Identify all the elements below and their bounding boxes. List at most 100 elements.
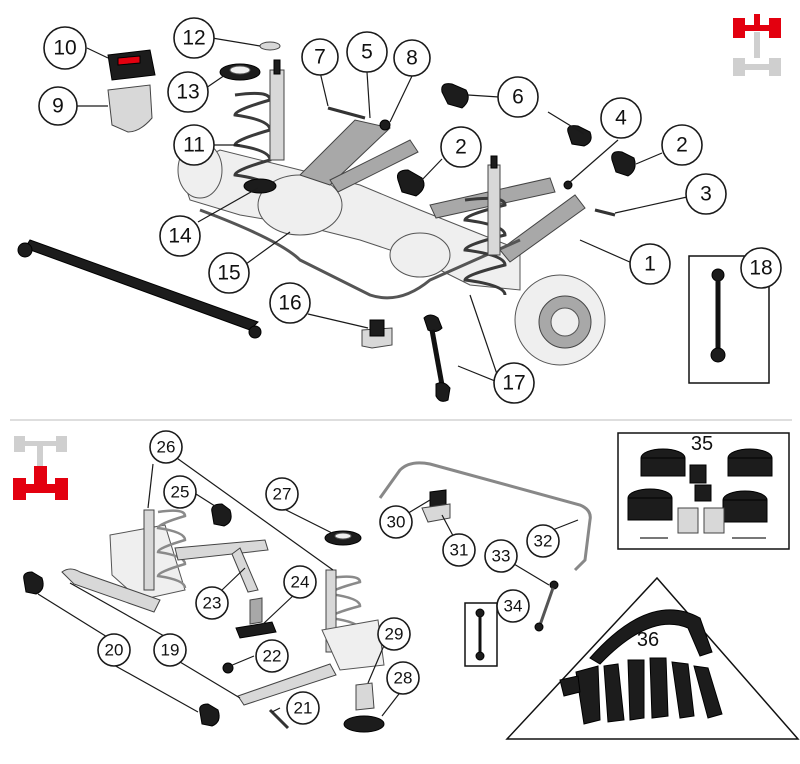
callout-label: 27: [273, 485, 292, 504]
callout-label: 21: [294, 699, 313, 718]
control-arm-kit-frame: [505, 576, 800, 740]
callout-label: 11: [183, 134, 205, 157]
callout-label: 14: [168, 225, 192, 248]
rear-link-part: [475, 608, 485, 661]
callout-15: 15: [208, 252, 250, 294]
callout-label: 3: [700, 183, 712, 206]
callout-11: 11: [173, 124, 215, 166]
bushing-part-3: [397, 169, 425, 197]
callout-19: 19: [153, 633, 187, 667]
callout-label: 6: [512, 86, 524, 109]
coil-spacer-kit-part: [627, 448, 773, 539]
callout-label: 26: [157, 438, 176, 457]
callout-1: 1: [629, 243, 671, 285]
callout-13: 13: [167, 71, 209, 113]
callout-label: 9: [52, 95, 64, 118]
bushing-part-4: [611, 151, 636, 177]
nut-part: [379, 119, 391, 131]
rear-sway-bar-part: [378, 461, 592, 572]
spacer-kit-box: [617, 432, 790, 550]
callout-31: 31: [442, 533, 476, 567]
sway-link-box: [688, 255, 770, 384]
callout-24: 24: [283, 565, 317, 599]
rear-link-box: [464, 602, 498, 667]
label-36: 36: [637, 629, 659, 651]
callout-label: 8: [406, 47, 418, 70]
callout-26: 26: [149, 430, 183, 464]
callout-2: 2: [440, 126, 482, 168]
rear-suspension-illustration: [61, 509, 385, 706]
sway-bar-link-part: [423, 314, 451, 402]
bolt-part: [327, 106, 366, 120]
callout-14: 14: [159, 215, 201, 257]
callout-34: 34: [496, 589, 530, 623]
rear-axle-icon: [13, 436, 68, 500]
callout-label: 34: [504, 597, 523, 616]
callout-label: 25: [171, 483, 190, 502]
bushing-part: [441, 83, 469, 109]
callout-29: 29: [377, 617, 411, 651]
callout-label: 15: [217, 262, 240, 285]
callout-12: 12: [173, 17, 215, 59]
callout-label: 2: [455, 136, 467, 159]
callout-label: 17: [502, 372, 525, 395]
callout-label: 7: [314, 46, 326, 69]
callout-6: 6: [497, 76, 539, 118]
rear-bolt-part: [268, 708, 290, 730]
callout-17: 17: [493, 362, 535, 404]
callout-label: 22: [263, 647, 282, 666]
bushing-part-2: [567, 125, 592, 147]
callout-label: 18: [749, 257, 772, 280]
rear-bushing-part: [23, 571, 44, 595]
callout-label: 24: [291, 573, 310, 592]
callout-4: 4: [600, 97, 642, 139]
callout-16: 16: [269, 282, 311, 324]
callout-20: 20: [97, 633, 131, 667]
control-arm-kit-part: [559, 609, 723, 725]
callout-23: 23: [195, 586, 229, 620]
callout-5: 5: [346, 31, 388, 73]
bolt-part-2: [594, 208, 616, 217]
callout-21: 21: [286, 691, 320, 725]
sway-link-part: [710, 268, 726, 363]
rear-bushing-part-2: [199, 703, 220, 727]
callout-22: 22: [255, 639, 289, 673]
callout-27: 27: [265, 477, 299, 511]
callout-3: 3: [685, 173, 727, 215]
rear-sway-bracket-part: [421, 503, 451, 523]
callout-2b: 2: [661, 124, 703, 166]
sway-bar-bushing-part: [361, 319, 393, 349]
callout-label: 10: [53, 37, 76, 60]
front-axle-icon: [733, 14, 781, 76]
callout-25: 25: [163, 475, 197, 509]
small-nut-part: [563, 180, 573, 190]
callout-33: 33: [484, 539, 518, 573]
bump-stop-part: [107, 49, 156, 81]
callout-label: 33: [492, 547, 511, 566]
callout-30: 30: [379, 505, 413, 539]
rear-sway-link-part: [534, 580, 559, 632]
callout-label: 19: [161, 641, 180, 660]
callout-label: 23: [203, 594, 222, 613]
callout-9: 9: [38, 86, 78, 126]
callout-label: 28: [394, 669, 413, 688]
callout-7: 7: [301, 38, 339, 76]
callout-label: 12: [182, 27, 205, 50]
callout-10: 10: [43, 26, 87, 70]
callout-label: 32: [534, 532, 553, 551]
rear-bushing-part-3: [211, 503, 232, 527]
callout-label: 16: [278, 292, 301, 315]
callout-32: 32: [526, 524, 560, 558]
callout-28: 28: [386, 661, 420, 695]
callout-label: 31: [450, 541, 469, 560]
rear-jounce-bumper-part: [355, 682, 375, 711]
callout-label: 30: [387, 513, 406, 532]
callout-label: 2: [676, 134, 688, 157]
callout-18: 18: [740, 247, 782, 289]
callout-label: 13: [176, 81, 199, 104]
jounce-bumper-part: [107, 84, 153, 133]
spring-seat-part: [259, 41, 281, 51]
label-35: 35: [691, 433, 713, 455]
callout-label: 5: [361, 41, 373, 64]
